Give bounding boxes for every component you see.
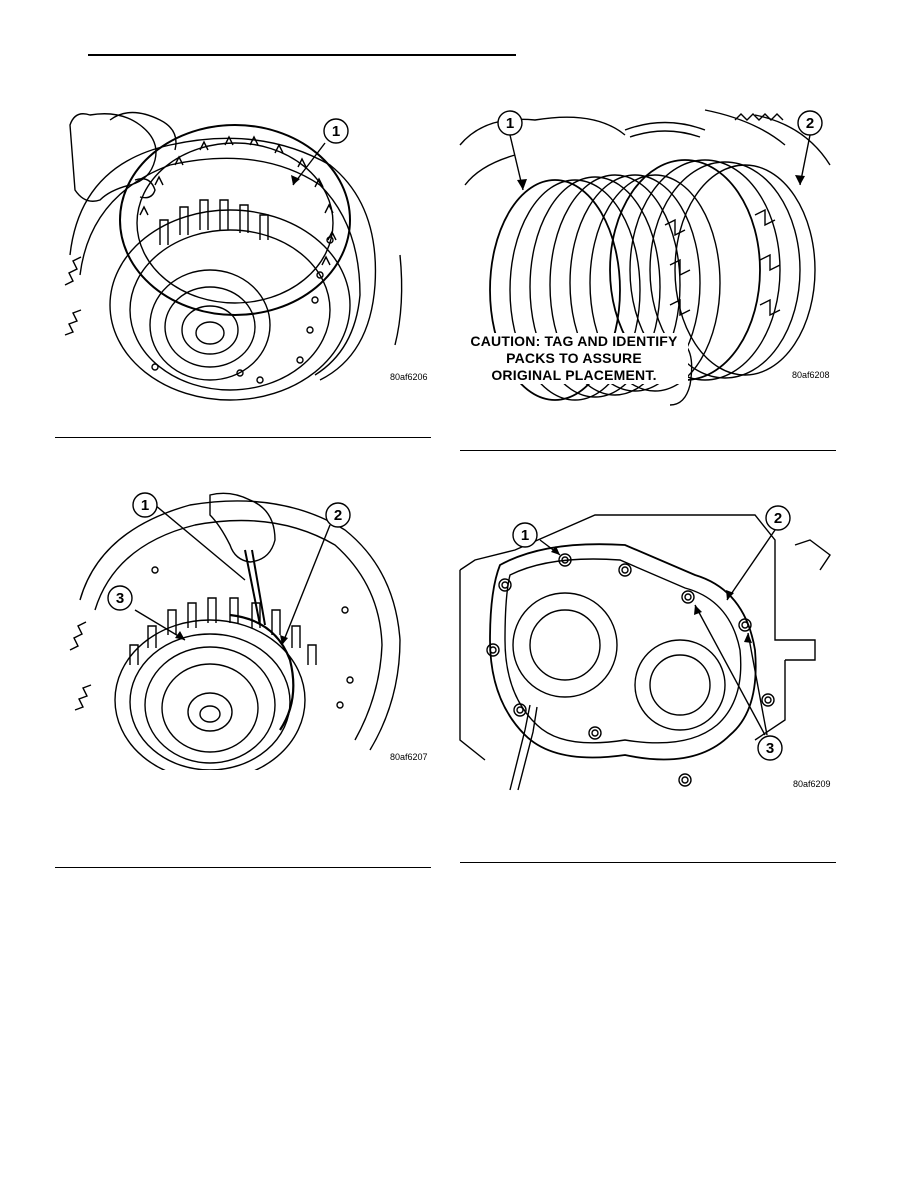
callout-1-label: 1 bbox=[332, 123, 340, 140]
clutch-pack-illustration: 1 2 bbox=[459, 109, 831, 406]
callout-3-label: 3 bbox=[116, 590, 124, 607]
header-rule bbox=[88, 54, 516, 56]
divider bbox=[55, 437, 431, 438]
callout-3-circle bbox=[757, 735, 783, 761]
callout-2-circle bbox=[765, 505, 791, 531]
snap-ring-illustration: 1 2 3 bbox=[69, 492, 401, 770]
caution-line-2: PACKS TO ASSURE bbox=[506, 350, 642, 366]
callout-1-label: 1 bbox=[141, 497, 149, 514]
callout-1-circle bbox=[497, 110, 523, 136]
figure-clutch-packs: 1 2 CAUTION: TAG AND IDENTIFY PACKS TO A… bbox=[455, 105, 840, 410]
figure-code: 80af6208 bbox=[792, 370, 830, 380]
callout-1-circle bbox=[323, 118, 349, 144]
callout-2-label: 2 bbox=[334, 507, 342, 524]
callout-3-circle bbox=[107, 585, 133, 611]
callout-2-circle bbox=[797, 110, 823, 136]
figure-code: 80af6206 bbox=[390, 372, 428, 382]
callout-1-label: 1 bbox=[506, 115, 514, 132]
divider bbox=[460, 862, 836, 863]
callout-2-label: 2 bbox=[774, 510, 782, 527]
figure-code: 80af6207 bbox=[390, 752, 428, 762]
figure-clutch-plate-removal: 1 80af6206 bbox=[60, 105, 428, 405]
divider bbox=[55, 867, 431, 868]
figure-cover-bolts: 1 2 3 80af6209 bbox=[455, 500, 840, 800]
caution-line-1: CAUTION: TAG AND IDENTIFY bbox=[470, 333, 678, 349]
callout-1-circle bbox=[512, 522, 538, 548]
callout-1-label: 1 bbox=[521, 527, 529, 544]
caution-note: CAUTION: TAG AND IDENTIFY PACKS TO ASSUR… bbox=[460, 333, 688, 384]
callout-1-circle bbox=[132, 492, 158, 518]
cover-plate-illustration: 1 2 3 bbox=[459, 505, 831, 791]
figure-snap-ring-removal: 1 2 3 80af6207 bbox=[60, 490, 428, 770]
callout-2-circle bbox=[325, 502, 351, 528]
caution-line-3: ORIGINAL PLACEMENT. bbox=[491, 367, 657, 383]
callout-2-label: 2 bbox=[806, 115, 814, 132]
figure-code: 80af6209 bbox=[793, 779, 831, 789]
divider bbox=[460, 450, 836, 451]
clutch-plate-illustration: 1 bbox=[64, 111, 403, 401]
callout-3-label: 3 bbox=[766, 740, 774, 757]
